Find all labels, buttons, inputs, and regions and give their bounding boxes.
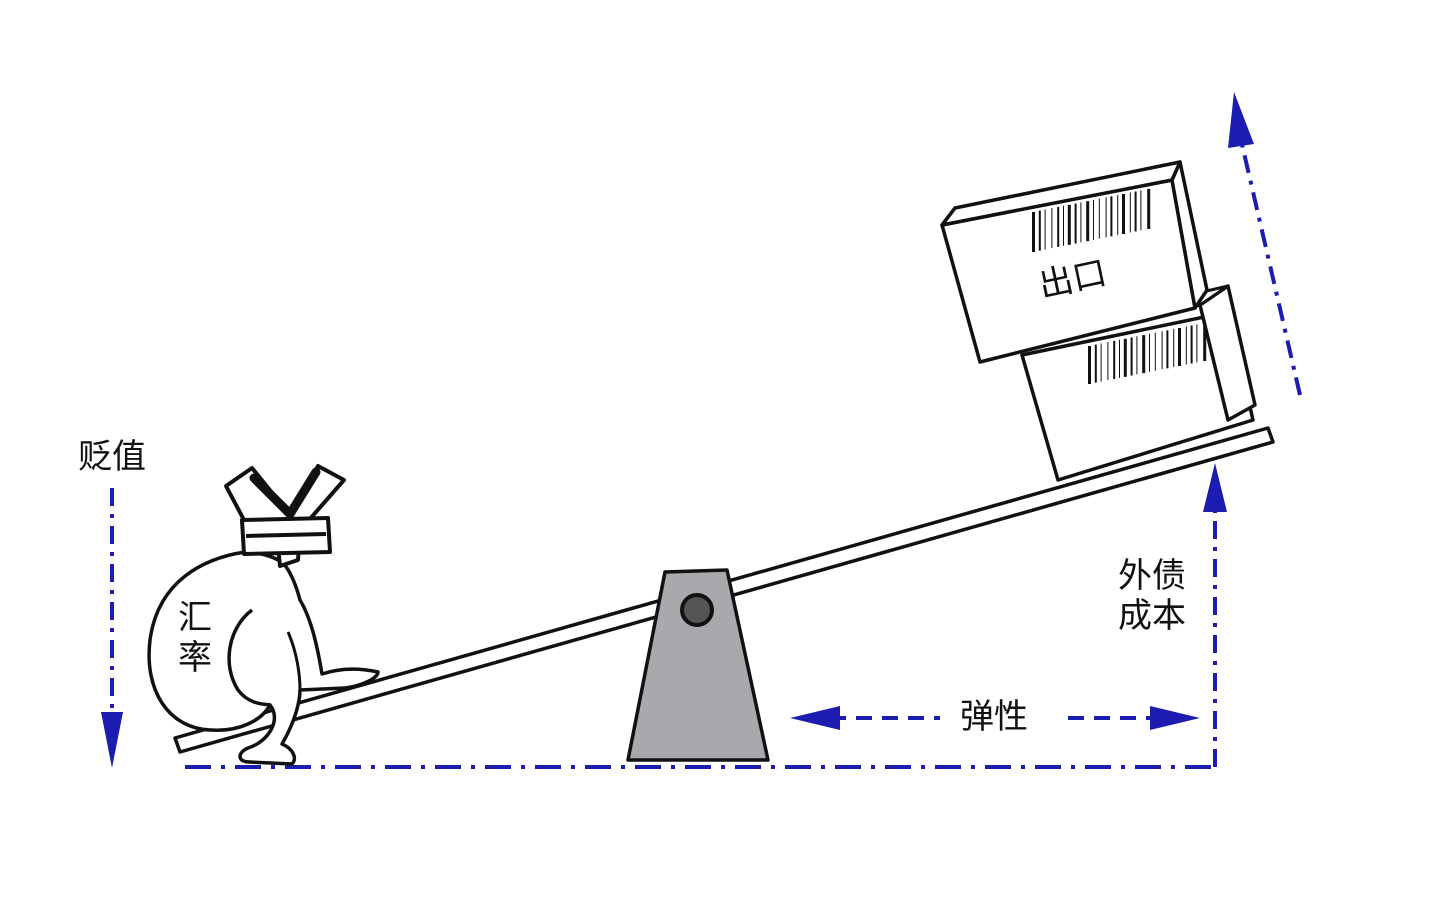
exchange-rate-line2: 率 xyxy=(178,638,212,678)
pivot-bolt xyxy=(680,593,714,627)
yen-sign-icon xyxy=(224,464,346,568)
depreciation-arrow xyxy=(101,488,123,768)
export-rise-arrow xyxy=(1228,92,1302,396)
external-debt-line2: 成本 xyxy=(1118,596,1186,636)
barcode-icon xyxy=(1032,188,1151,252)
exchange-rate-label: 汇 率 xyxy=(178,598,212,678)
fulcrum xyxy=(626,568,770,762)
depreciation-label: 贬值 xyxy=(78,437,146,477)
debt-cost-arrow xyxy=(1203,463,1227,767)
exchange-rate-line1: 汇 xyxy=(178,598,212,638)
elasticity-arrow xyxy=(790,706,1200,730)
barcode-icon xyxy=(1088,322,1207,384)
external-debt-cost-label: 外债 成本 xyxy=(1118,556,1186,636)
exchange-rate-figure xyxy=(147,464,380,766)
export-boxes xyxy=(940,160,1257,482)
upper-export-box xyxy=(940,160,1209,364)
external-debt-line1: 外债 xyxy=(1118,556,1186,596)
elasticity-label: 弹性 xyxy=(960,697,1028,737)
